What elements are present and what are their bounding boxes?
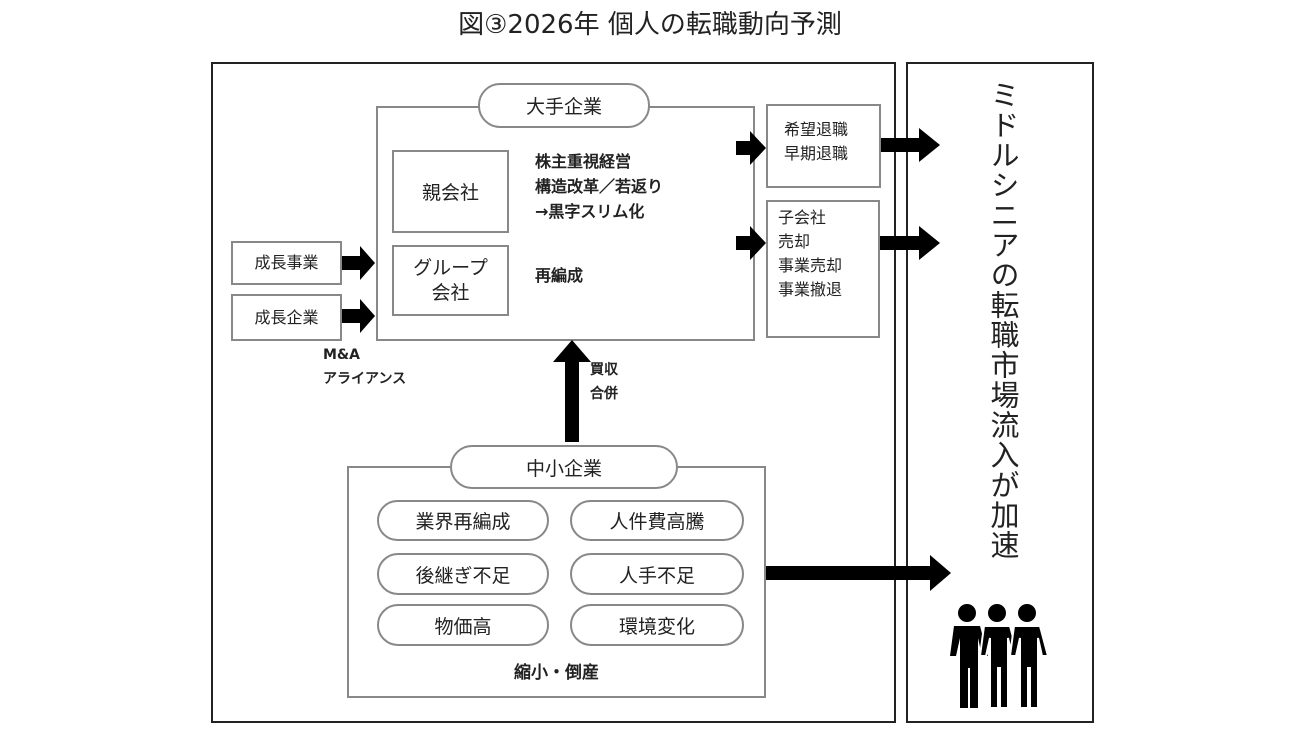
acquisition-line: 買収: [590, 362, 618, 378]
ma-label-line: アライアンス: [323, 371, 407, 387]
parent-note: 株主重視経営: [535, 152, 632, 171]
retirement-box: 希望退職 早期退職: [766, 104, 881, 188]
ma-label-line: M&A: [323, 347, 360, 363]
parent-note: 構造改革／若返り: [535, 177, 664, 196]
arrow-right-icon: [342, 246, 375, 280]
sme-factor: 業界再編成: [377, 500, 549, 541]
retirement-line: 早期退職: [784, 144, 849, 163]
arrow-right-icon: [766, 555, 951, 591]
diagram-title: 図③2026年 個人の転職動向予測: [458, 10, 842, 40]
sme-result: 縮小・倒産: [514, 663, 599, 683]
divest-line: 売却: [778, 232, 811, 251]
arrow-right-icon: [880, 226, 940, 260]
sme-factor: 物価高: [377, 604, 549, 646]
group-company-box: グループ 会社: [392, 245, 509, 316]
divest-line: 事業撤退: [778, 280, 843, 299]
group-company-line2: 会社: [431, 281, 470, 304]
arrow-right-icon: [736, 226, 766, 260]
divest-line: 事業売却: [778, 256, 843, 275]
arrow-right-icon: [881, 128, 940, 162]
retirement-line: 希望退職: [784, 120, 849, 139]
growth-company-box: 成長企業: [231, 294, 342, 341]
sme-factor: 環境変化: [570, 604, 744, 646]
acquisition-label: 買収 合併: [590, 358, 618, 406]
arrow-right-icon: [342, 299, 375, 333]
person-icon: [1008, 604, 1050, 709]
parent-company-box: 親会社: [392, 150, 509, 233]
ma-label: M&A アライアンス: [323, 343, 406, 391]
companies-frame: [211, 62, 896, 723]
sme-factor: 後継ぎ不足: [377, 553, 549, 595]
parent-note: →黒字スリム化: [535, 202, 645, 221]
person-icon: [950, 604, 988, 708]
divest-box: 子会社 売却 事業売却 事業撤退: [766, 200, 880, 338]
sme-label: 中小企業: [450, 445, 678, 489]
arrow-up-icon: [553, 340, 591, 442]
acquisition-line: 合併: [590, 386, 618, 402]
arrow-right-icon: [736, 131, 766, 165]
group-note: 再編成: [535, 266, 584, 285]
market-text: ミドルシニアの転職市場流入が加速: [986, 80, 1020, 560]
divest-line: 子会社: [778, 208, 827, 227]
parent-notes: 株主重視経営 構造改革／若返り →黒字スリム化: [535, 149, 663, 224]
group-company-line1: グループ: [413, 256, 488, 279]
market-frame: [906, 62, 1094, 723]
sme-factor: 人手不足: [570, 553, 744, 595]
growth-business-box: 成長事業: [231, 241, 342, 285]
people-icon: [950, 604, 1050, 709]
large-company-label: 大手企業: [478, 83, 650, 128]
sme-factor: 人件費高騰: [570, 500, 744, 541]
